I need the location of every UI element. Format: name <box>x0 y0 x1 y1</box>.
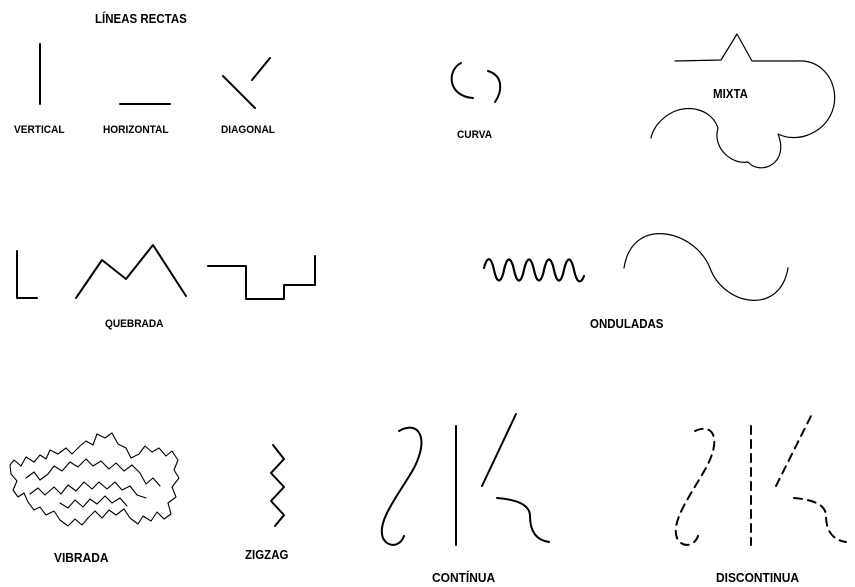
label-lineas-rectas: LÍNEAS RECTAS <box>95 12 187 26</box>
label-diagonal: DIAGONAL <box>221 124 275 136</box>
broken-peaks <box>76 245 186 298</box>
continuous-diagonal <box>482 414 516 486</box>
label-onduladas: ONDULADAS <box>590 317 663 331</box>
vibrating-line <box>10 433 179 526</box>
discontinuous-curve <box>676 429 715 545</box>
curve-left <box>452 63 473 98</box>
zigzag-line <box>271 445 284 526</box>
wavy-large <box>624 234 788 301</box>
broken-l-shape <box>17 251 37 298</box>
diagonal-line-1 <box>223 76 255 108</box>
label-zigzag: ZIGZAG <box>245 548 288 562</box>
label-vertical: VERTICAL <box>14 124 65 136</box>
label-curva: CURVA <box>457 129 492 141</box>
label-horizontal: HORIZONTAL <box>103 124 169 136</box>
discontinuous-hook <box>794 498 846 542</box>
label-vibrada: VIBRADA <box>54 550 108 565</box>
label-discontinua: DISCONTINUA <box>716 570 799 585</box>
label-continua: CONTÍNUA <box>432 570 495 585</box>
discontinuous-diagonal <box>776 414 812 486</box>
label-quebrada: QUEBRADA <box>105 318 163 330</box>
continuous-hook <box>497 498 549 542</box>
broken-steps <box>208 256 315 299</box>
diagonal-line-2 <box>252 58 270 80</box>
wavy-small <box>484 259 584 281</box>
curve-right <box>488 71 500 102</box>
continuous-curve <box>382 428 422 545</box>
label-mixta: MIXTA <box>713 87 748 101</box>
